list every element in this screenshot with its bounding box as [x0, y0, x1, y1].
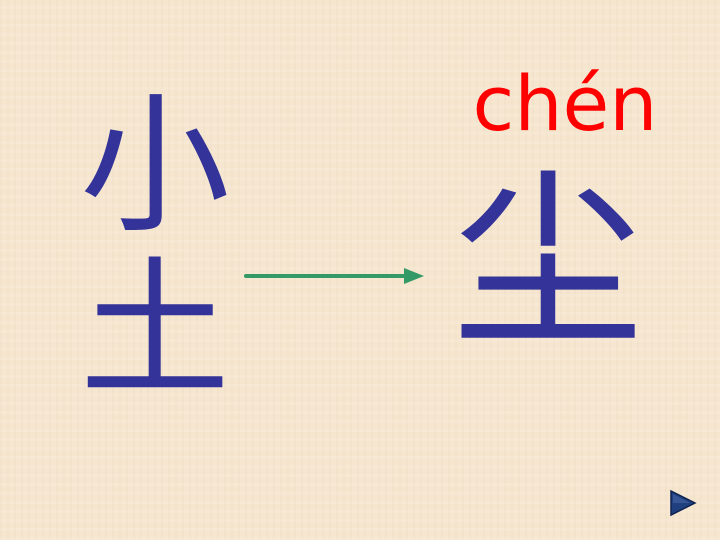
play-next-icon[interactable]	[668, 488, 698, 518]
component-character-bottom: 土	[79, 244, 230, 418]
component-character-top: 小	[79, 80, 230, 254]
pinyin-label: chén	[472, 59, 658, 148]
result-character: 尘	[452, 152, 643, 373]
arrow-right-icon	[244, 268, 424, 284]
